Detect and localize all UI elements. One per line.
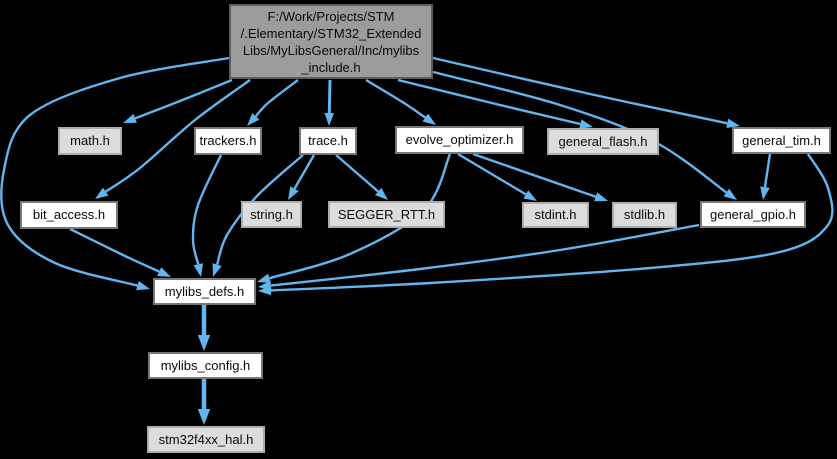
edge-trackers_h-to-mylibs_defs_h (191, 154, 223, 277)
node-general_tim_h[interactable]: general_tim.h (732, 127, 831, 154)
edge-mylibs_config_h-to-stm32f4xx_hal_h (197, 379, 211, 425)
edge-trace_h-to-mylibs_defs_h (212, 154, 304, 277)
edge-mylibs_include_h-to-trackers_h (247, 79, 299, 126)
node-general_flash_h[interactable]: general_flash.h (547, 128, 659, 155)
edge-mylibs_include_h-to-bit_access_h (95, 79, 251, 199)
node-mylibs_config_h[interactable]: mylibs_config.h (148, 352, 263, 379)
edge-mylibs_defs_h-to-mylibs_config_h (197, 305, 211, 351)
node-stdint_h[interactable]: stdint.h (522, 202, 589, 228)
node-string_h[interactable]: string.h (241, 201, 302, 228)
node-stm32f4xx_hal_h[interactable]: stm32f4xx_hal.h (147, 426, 265, 453)
edge-general_gpio_h-to-mylibs_defs_h (258, 223, 700, 291)
node-stdlib_h[interactable]: stdlib.h (612, 202, 677, 228)
edge-mylibs_include_h-to-general_gpio_h (432, 70, 737, 200)
node-evolve_optimizer_h[interactable]: evolve_optimizer.h (395, 126, 524, 154)
node-segger_rtt_h[interactable]: SEGGER_RTT.h (328, 201, 445, 228)
edge-mylibs_include_h-to-general_flash_h (397, 78, 593, 129)
node-trackers_h[interactable]: trackers.h (194, 127, 262, 155)
node-math_h[interactable]: math.h (58, 127, 122, 155)
edge-mylibs_include_h-to-mylibs_defs_h (0, 56, 230, 291)
edge-general_tim_h-to-general_gpio_h (760, 153, 772, 200)
edge-trace_h-to-segger_rtt_h (335, 154, 388, 200)
node-trace_h[interactable]: trace.h (299, 127, 357, 155)
edge-evolve_optimizer_h-to-stdlib_h (472, 152, 608, 202)
node-bit_access_h[interactable]: bit_access.h (20, 201, 118, 229)
node-general_gpio_h[interactable]: general_gpio.h (700, 201, 806, 228)
edge-evolve_optimizer_h-to-stdint_h (457, 152, 537, 201)
edge-evolve_optimizer_h-to-mylibs_defs_h (257, 153, 452, 283)
edge-mylibs_include_h-to-trace_h (324, 79, 335, 126)
edge-trace_h-to-string_h (288, 154, 316, 200)
edge-mylibs_include_h-to-general_tim_h (432, 56, 740, 128)
edge-bit_access_h-to-mylibs_defs_h (69, 227, 171, 277)
edge-mylibs_include_h-to-math_h (123, 78, 233, 123)
node-mylibs_include_h[interactable]: F:/Work/Projects/STM /.Elementary/STM32_… (229, 4, 433, 79)
node-mylibs_defs_h[interactable]: mylibs_defs.h (153, 278, 256, 305)
edge-mylibs_include_h-to-evolve_optimizer_h (365, 78, 436, 125)
